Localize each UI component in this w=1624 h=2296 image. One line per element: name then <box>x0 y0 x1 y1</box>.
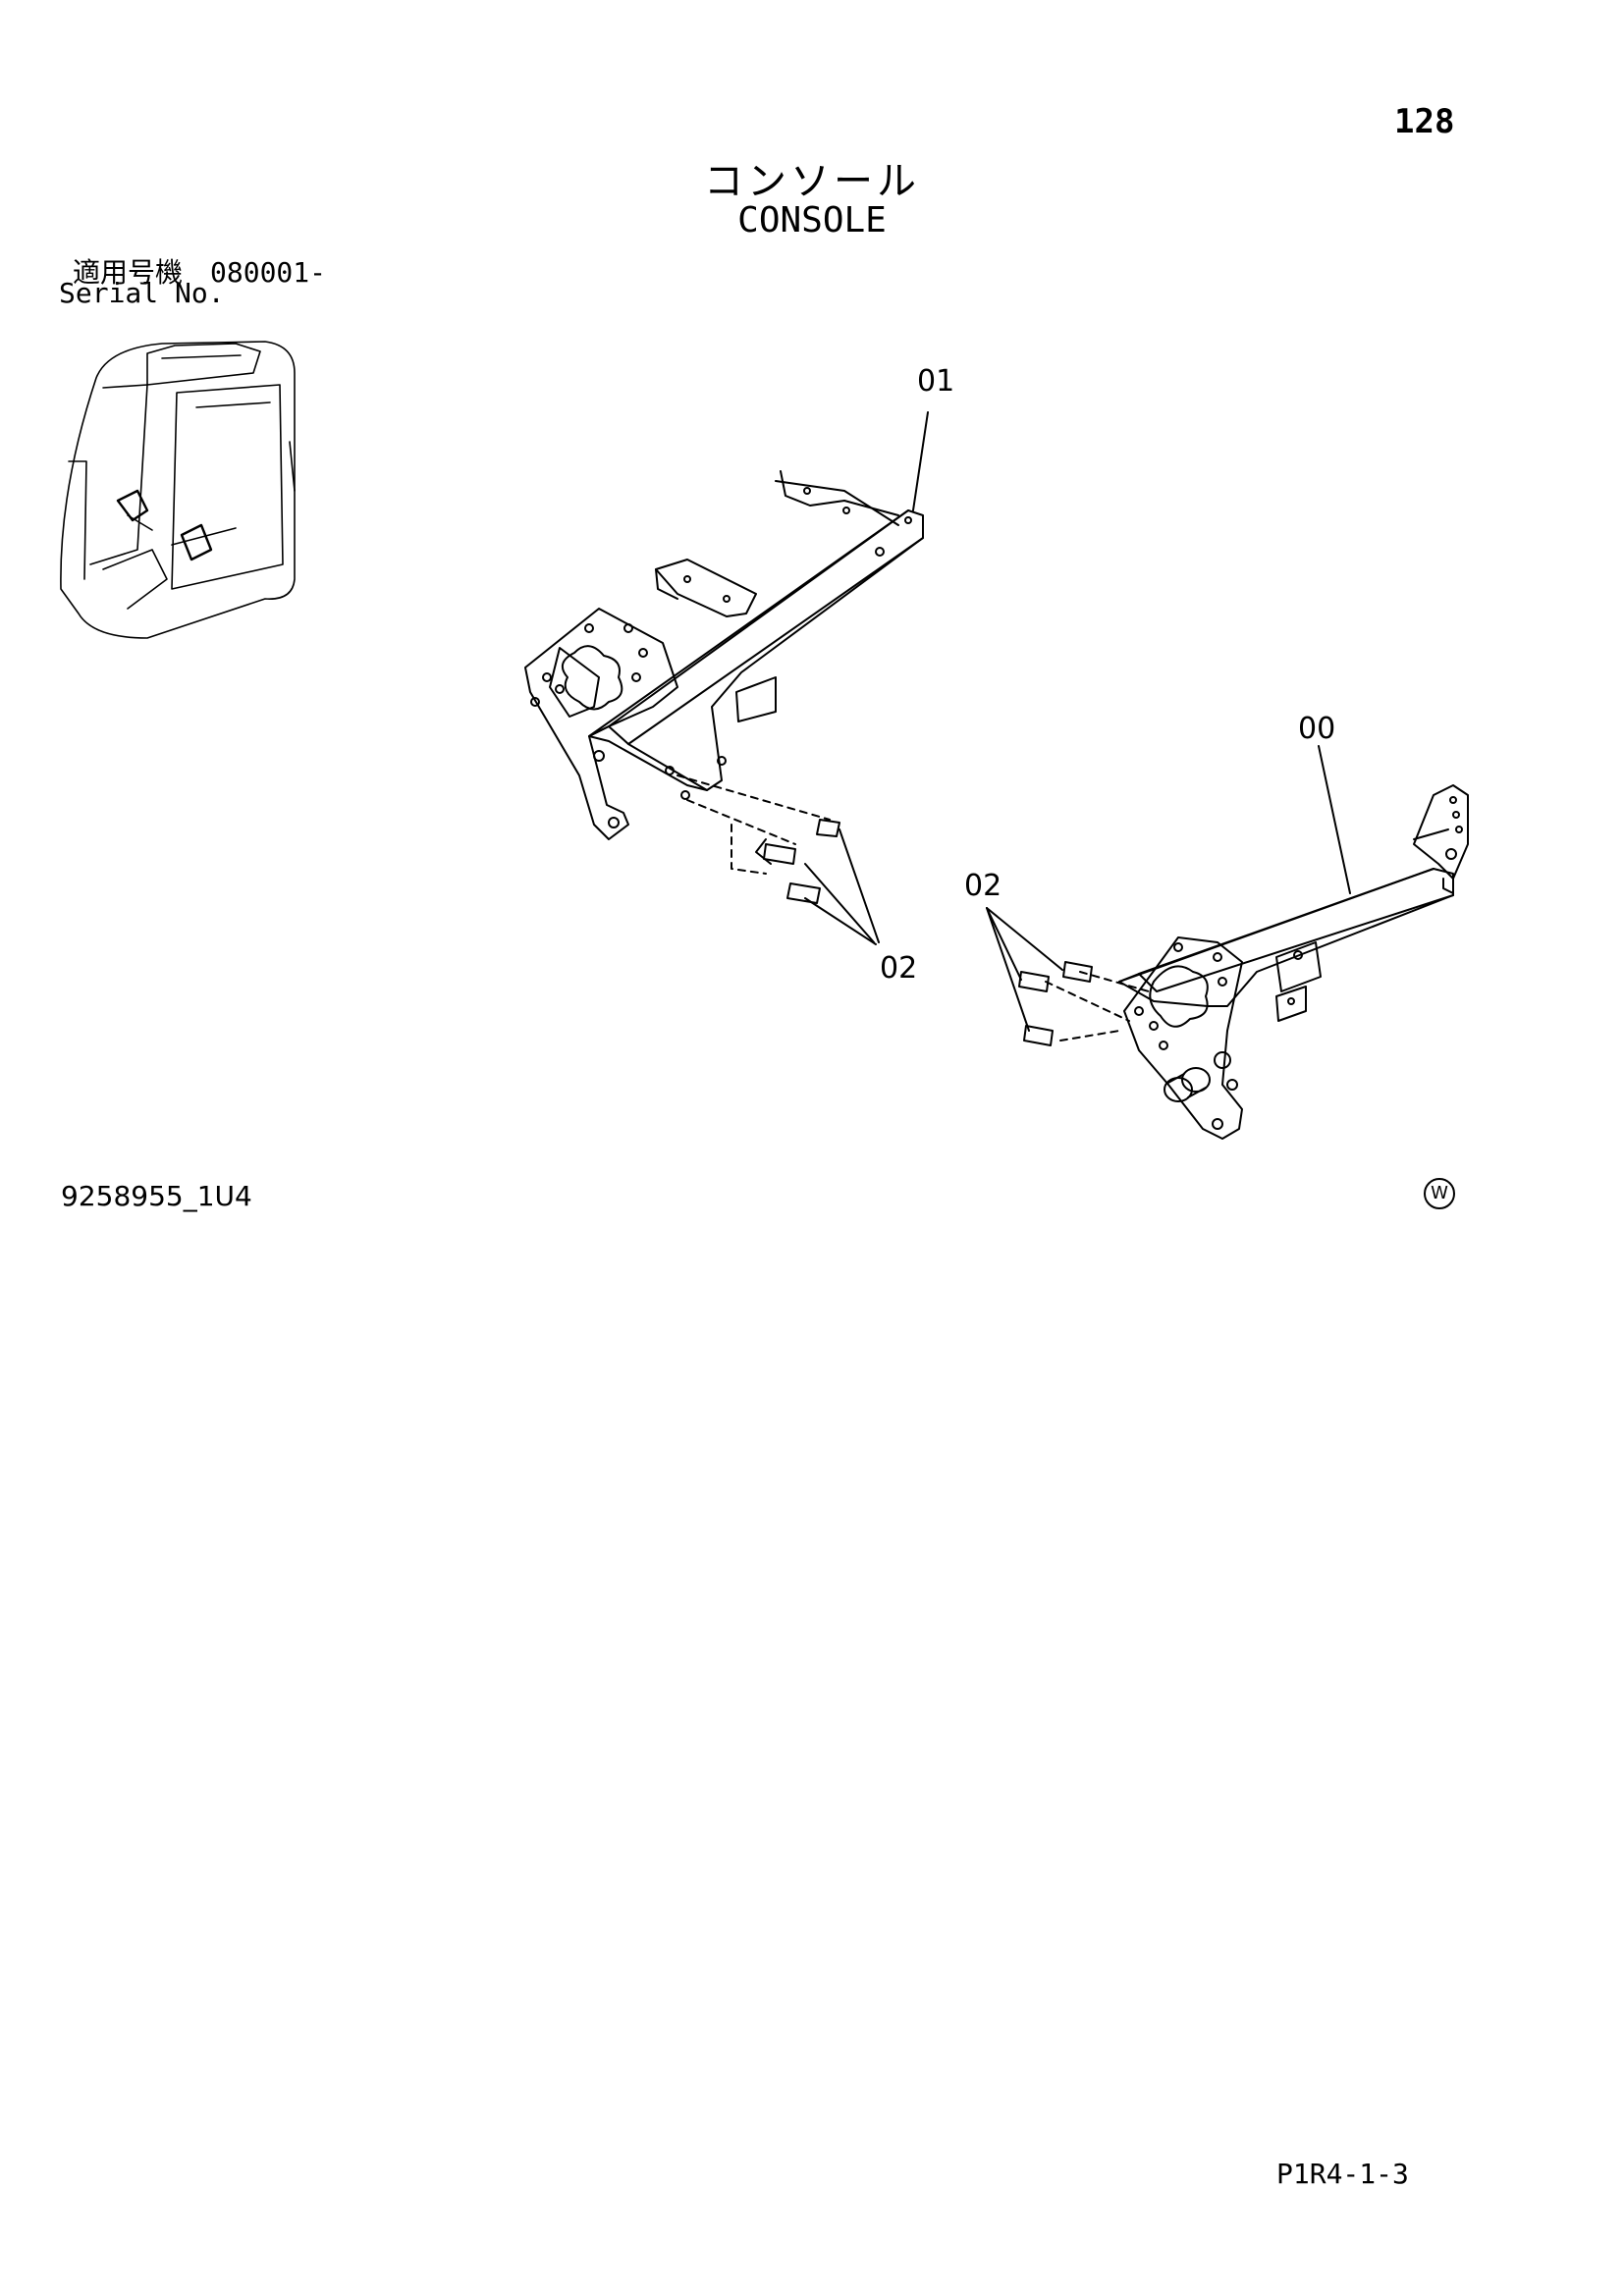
leader-line-00 <box>1318 745 1351 894</box>
page-title-japanese: コンソール <box>704 159 920 204</box>
footer-code: P1R4-1-3 <box>1276 2158 1409 2190</box>
console-left-part-01 <box>524 470 924 840</box>
document-code: 9258955_1U4 <box>61 1180 252 1212</box>
serial-label: Serial No. <box>59 277 225 309</box>
cab-thumbnail <box>60 341 296 639</box>
leader-line-01 <box>912 411 929 511</box>
callout-01: 01 <box>917 364 954 399</box>
bolt-set-right <box>986 907 1150 1046</box>
serial-label-japanese: 適用号機 080001- <box>73 256 327 289</box>
callout-00: 00 <box>1298 712 1335 746</box>
callout-02-left: 02 <box>880 951 917 986</box>
page-number: 128 <box>1394 102 1455 141</box>
page-title: CONSOLE <box>737 200 887 240</box>
bolt-set-left <box>677 774 880 945</box>
callout-02-right: 02 <box>964 869 1001 903</box>
console-right-part-00 <box>1118 784 1469 1140</box>
w-mark-icon: W <box>1424 1178 1455 1209</box>
